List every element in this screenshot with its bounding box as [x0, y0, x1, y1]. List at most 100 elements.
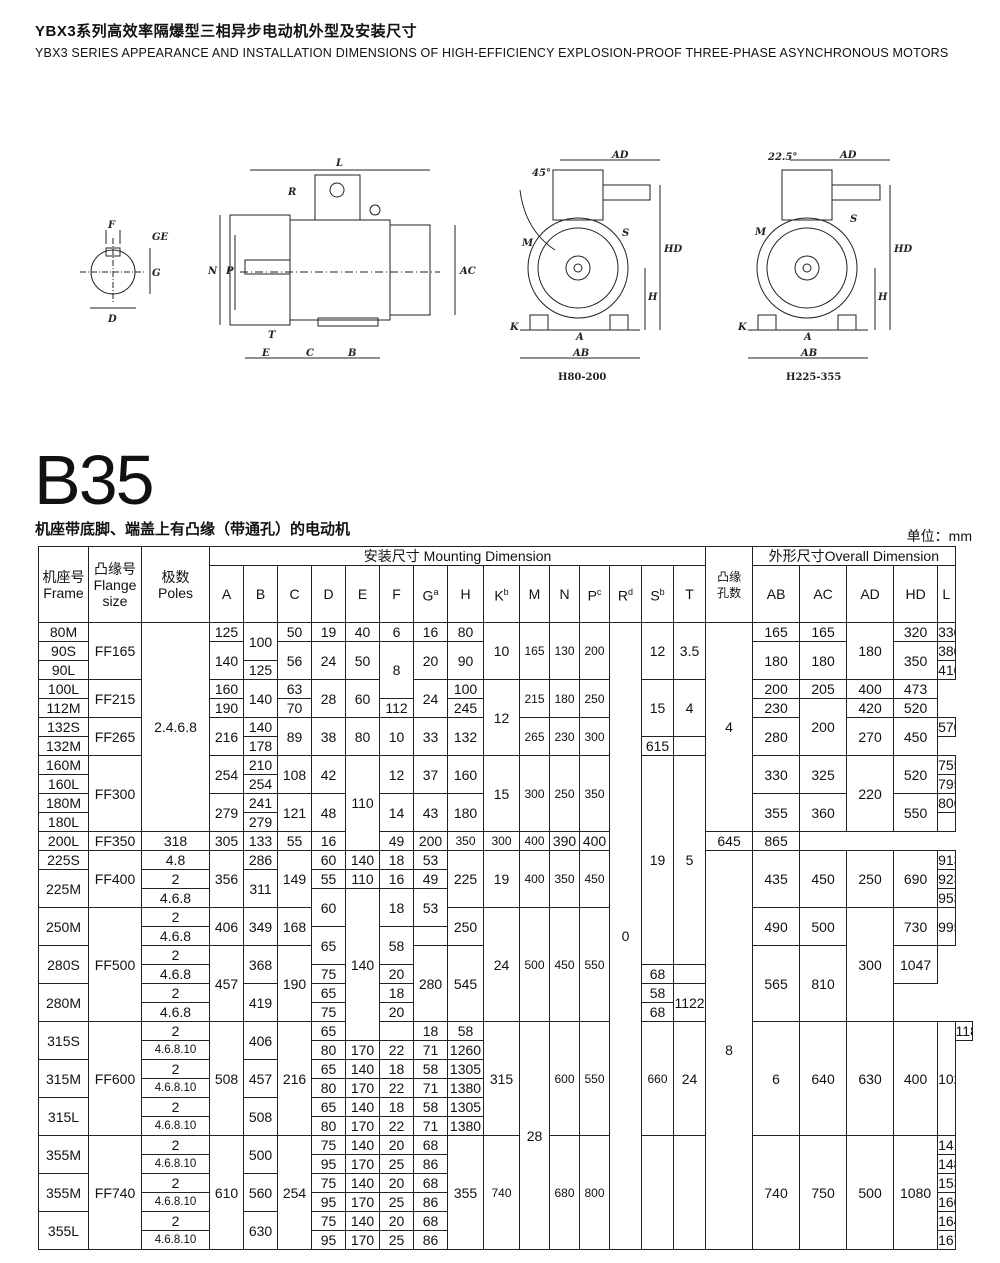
table-cell: 215	[519, 679, 550, 718]
table-cell: 75	[311, 1002, 346, 1022]
table-row: 355L26307514020681645	[38, 1211, 973, 1250]
table-cell: 400	[846, 679, 895, 699]
table-cell: 560	[243, 1173, 278, 1212]
table-cell: 18	[379, 1059, 414, 1079]
table-cell: T	[672, 565, 707, 623]
table-cell: 216	[277, 1021, 312, 1136]
table-cell: 86	[413, 1192, 448, 1212]
table-cell: 230	[549, 717, 580, 756]
table-cell: 300	[846, 907, 895, 1022]
svg-text:K: K	[737, 322, 748, 333]
table-cell: 安装尺寸 Mounting Dimension	[208, 546, 707, 566]
table-cell: 419	[243, 983, 278, 1022]
table-cell: 1415	[937, 1135, 956, 1155]
table-cell: AB	[752, 565, 801, 623]
table-cell: 190	[209, 698, 244, 718]
table-cell: 355	[447, 1135, 484, 1250]
table-cell: 110	[345, 755, 380, 851]
table-cell: 112	[379, 698, 414, 718]
table-cell: 55	[277, 831, 312, 851]
table-cell: 1305	[447, 1059, 484, 1079]
table-cell: 355	[752, 793, 801, 832]
table-cell: 132S	[38, 717, 89, 737]
table-cell: 4.6.8	[141, 964, 210, 984]
table-cell: 1380	[447, 1078, 484, 1098]
table-cell: 凸缘孔数	[705, 546, 754, 623]
table-cell: 400	[579, 831, 610, 851]
table-cell: 149	[277, 850, 312, 908]
table-cell: 71	[413, 1116, 448, 1136]
table-cell: 500	[846, 1135, 895, 1250]
table-cell: E	[345, 565, 380, 623]
table-cell: 4.8	[141, 850, 210, 870]
table-cell: 349	[243, 907, 278, 946]
table-cell: 2	[141, 869, 210, 889]
table-cell: 140	[345, 1135, 380, 1155]
table-cell: 58	[447, 1021, 484, 1041]
table-cell: 205	[799, 679, 848, 699]
table-cell: 12	[483, 679, 520, 756]
table-cell: 550	[893, 793, 939, 832]
table-cell: 170	[345, 1040, 380, 1060]
table-cell: 545	[447, 945, 484, 1022]
table-cell: 200L	[38, 831, 89, 851]
table-cell: 0	[609, 622, 642, 1250]
table-cell: 22	[379, 1040, 414, 1060]
table-cell: 16	[311, 831, 346, 851]
table-cell: 125	[243, 660, 278, 680]
section-subtitle: 机座带底脚、端盖上有凸缘（带通孔）的电动机	[35, 521, 351, 538]
table-cell: 1535	[937, 1173, 956, 1193]
table-cell: 58	[379, 926, 414, 965]
table-row: 225M2311551101649923	[38, 869, 973, 908]
table-cell: 1185	[954, 1021, 974, 1041]
table-cell: 18	[379, 1097, 414, 1117]
table-cell: 49	[379, 831, 414, 851]
table-cell: 400	[519, 831, 550, 851]
table-cell: 180	[752, 641, 801, 680]
table-cell: 24	[413, 679, 448, 718]
table-cell: 170	[345, 1116, 380, 1136]
table-cell: 4.6.8.10	[141, 1040, 210, 1060]
table-cell: 160	[209, 679, 244, 699]
table-cell: 50	[277, 622, 312, 642]
table-row: 4.6.8.109517025861605	[39, 1192, 973, 1212]
table-cell: 68	[641, 964, 674, 984]
table-cell: 4.6.8.10	[141, 1078, 210, 1098]
svg-text:R: R	[287, 187, 296, 198]
table-cell: 80	[311, 1040, 346, 1060]
table-cell: 168	[277, 907, 312, 946]
table-cell: 165	[519, 622, 550, 680]
table-cell: 18	[379, 850, 414, 870]
table-cell: 4.6.8.10	[141, 1192, 210, 1212]
table-cell: 355M	[38, 1173, 89, 1212]
table-cell: 33	[413, 717, 448, 756]
table-cell: 8	[705, 850, 754, 1250]
table-cell: 15	[641, 679, 674, 737]
table-cell: 10	[379, 717, 414, 756]
table-row: 4.6.8.109517025861675	[39, 1230, 973, 1250]
table-cell: 14	[379, 793, 414, 832]
svg-text:AC: AC	[459, 266, 476, 277]
table-cell: 19	[641, 755, 674, 965]
table-cell: 325	[799, 755, 848, 794]
table-cell: 320	[893, 622, 939, 642]
table-cell: 170	[345, 1154, 380, 1174]
table-cell: 18	[379, 888, 414, 927]
table-cell: 65	[311, 983, 346, 1003]
table-cell: 286	[243, 850, 278, 870]
table-cell: 640	[799, 1021, 848, 1136]
svg-text:HD: HD	[663, 244, 682, 255]
section-code: B35	[34, 441, 155, 519]
table-cell: 89	[277, 717, 312, 756]
table-row: 160L254795	[38, 774, 973, 794]
table-cell: FF600	[88, 1021, 142, 1136]
table-cell: 1485	[937, 1154, 956, 1174]
table-cell: F	[379, 565, 414, 623]
table-cell: AD	[846, 565, 895, 623]
svg-text:E: E	[261, 348, 270, 359]
motor-dimension-drawings: F GE G D L R N P AC T E C B 45° AD S M H…	[80, 150, 912, 383]
table-cell: 170	[345, 1230, 380, 1250]
table-cell: M	[519, 565, 550, 623]
